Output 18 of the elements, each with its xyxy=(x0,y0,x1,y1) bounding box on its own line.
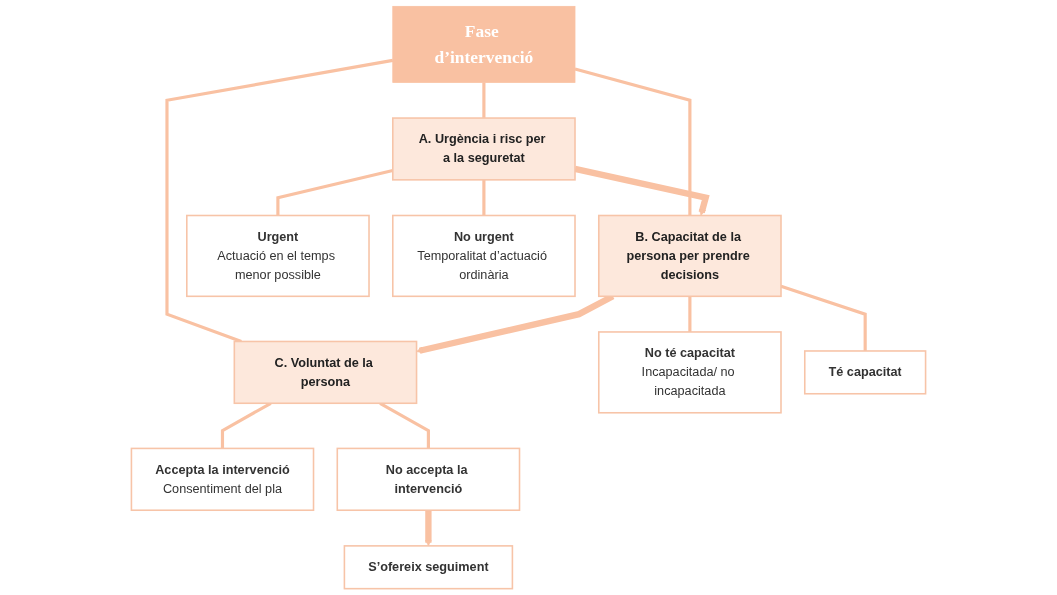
node-box: Accepta la intervenció Consentiment del pla xyxy=(130,447,315,512)
connector xyxy=(482,179,486,216)
connector xyxy=(574,67,692,216)
node-box: No urgent Temporalitat d’actuació ordinària xyxy=(392,214,576,298)
node-box: No té capacitat Incapacitada/ no incapacitada xyxy=(598,331,782,414)
node-box: A. Urgència i risc per a la seguretat xyxy=(392,117,576,181)
node-box: S’ofereix seguiment xyxy=(343,545,514,590)
node-box: Té capacitat xyxy=(804,350,927,395)
node-box: Urgent Actuació en el temps menor possible xyxy=(186,214,370,298)
node-box: B. Capacitat de la persona per prendre decisions xyxy=(598,214,782,298)
arrow xyxy=(424,510,432,547)
node-box: Fase d’intervenció xyxy=(392,5,576,83)
connector xyxy=(165,58,394,343)
arrow xyxy=(574,165,710,216)
node-box: No accepta la intervenció xyxy=(336,447,521,512)
connector xyxy=(688,296,692,332)
connector xyxy=(482,82,486,119)
node-box: C. Voluntat de la persona xyxy=(233,340,418,405)
